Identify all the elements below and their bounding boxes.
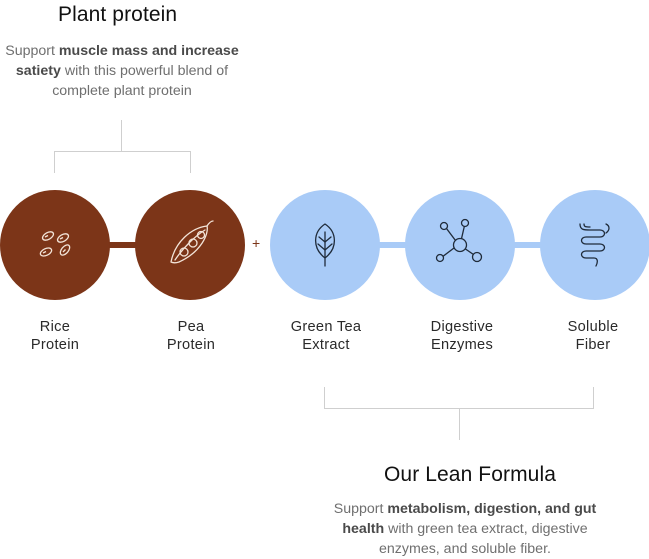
pea-protein-circle [135, 190, 245, 300]
molecule-icon [435, 218, 483, 263]
digestive-enzymes-circle [405, 190, 515, 300]
bottom-bracket-left [324, 387, 325, 409]
brown-connector [100, 242, 145, 248]
pea-pod-icon [170, 220, 214, 264]
top-bracket-right [190, 151, 191, 173]
bottom-bracket-stem [459, 408, 460, 440]
top-bracket-stem [121, 120, 122, 152]
lean-formula-title: Our Lean Formula [384, 463, 557, 486]
plant-protein-description: Support muscle mass and increase satiety… [5, 43, 239, 99]
top-bracket-left [54, 151, 55, 173]
top-bracket-bar [54, 151, 191, 152]
rice-protein-circle [0, 190, 110, 300]
plus-sign: + [252, 235, 261, 251]
blue-connector-1 [370, 242, 415, 248]
blue-connector-2 [505, 242, 550, 248]
bottom-bracket-right [593, 387, 594, 409]
green-tea-circle [270, 190, 380, 300]
lean-formula-description: Support metabolism, digestion, and gut h… [333, 501, 597, 557]
intestine-icon [579, 223, 610, 267]
soluble-fiber-circle [540, 190, 649, 300]
plant-protein-title: Plant protein [58, 3, 178, 26]
rice-grains-icon [39, 231, 71, 257]
leaf-icon [314, 223, 336, 267]
